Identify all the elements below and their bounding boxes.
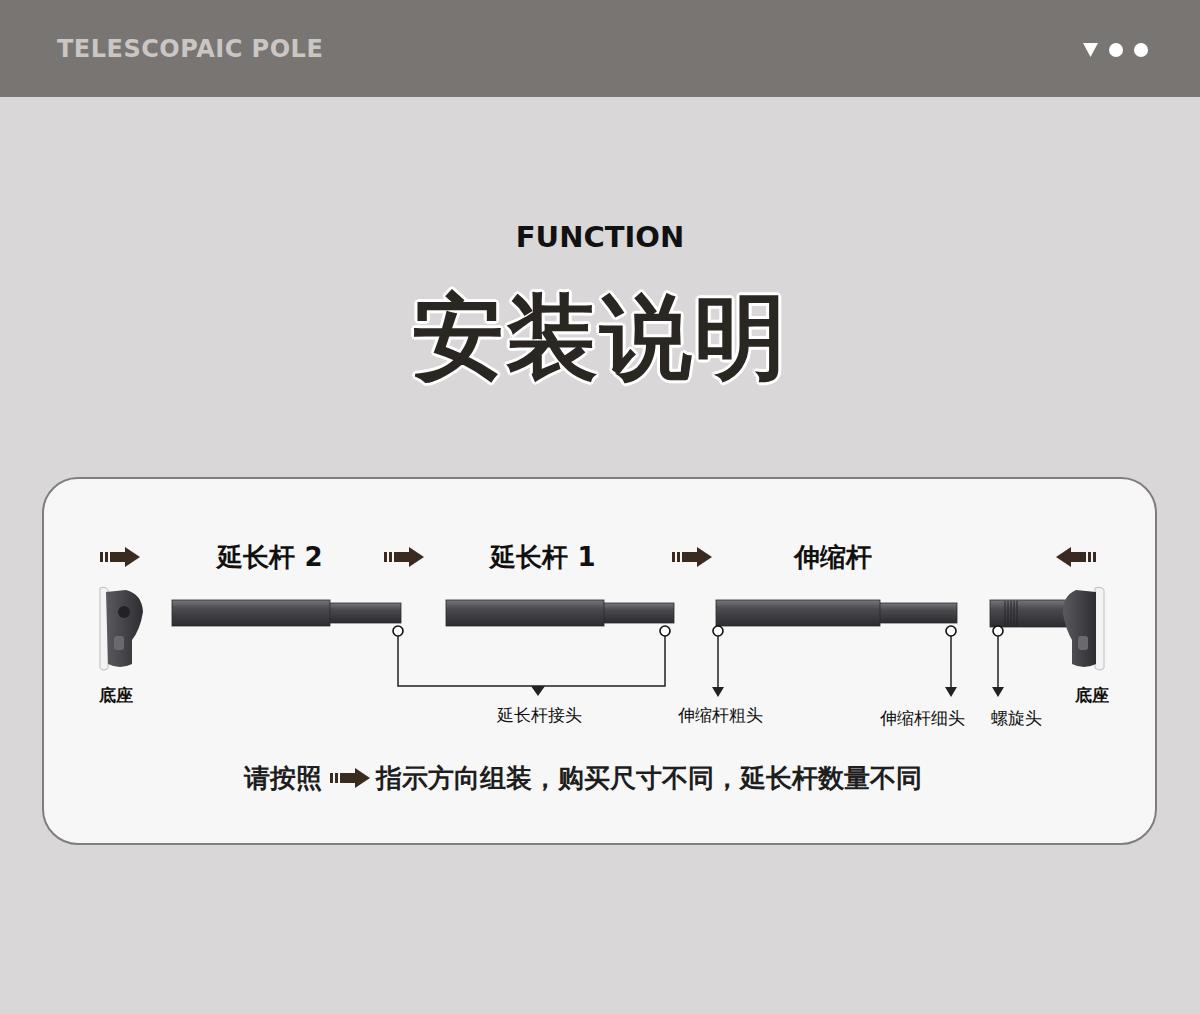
direction-arrow (100, 547, 140, 567)
callout-label: 螺旋头 (991, 707, 1042, 730)
direction-arrow (384, 547, 424, 567)
callout-label: 伸缩杆粗头 (678, 704, 763, 727)
leader-arrowhead (712, 687, 724, 697)
part-name: 底座 (1075, 684, 1109, 707)
page-title: 安装说明 (412, 276, 788, 400)
base-left (100, 587, 143, 670)
part-name: 伸缩杆 (794, 540, 872, 575)
part-name: 底座 (99, 684, 133, 707)
callout-label: 伸缩杆细头 (880, 707, 965, 730)
section-heading: FUNCTION (516, 220, 684, 254)
leader-arrowhead (945, 687, 957, 697)
leader-arrowhead (992, 687, 1004, 697)
direction-arrow (1056, 547, 1096, 567)
part-name: 延长杆 2 (217, 540, 322, 575)
extension-rod (446, 600, 674, 626)
joint-marker (946, 626, 956, 636)
telescopic-rod (716, 600, 957, 626)
joint-marker (993, 626, 1003, 636)
extension-rod (172, 600, 401, 626)
joint-marker (660, 626, 670, 636)
instruction-text: 请按照 (244, 761, 322, 796)
base-right (990, 587, 1104, 670)
callout-label: 延长杆接头 (497, 704, 582, 727)
leader-arrowhead (531, 686, 545, 696)
direction-arrow (672, 547, 712, 567)
header-title: TELESCOPAIC POLE (57, 35, 323, 63)
part-name: 延长杆 1 (490, 540, 595, 575)
joint-marker (713, 626, 723, 636)
joint-marker (393, 626, 403, 636)
header-band: TELESCOPAIC POLE (0, 0, 1200, 97)
leader-lines (398, 636, 998, 688)
instruction-text: 指示方向组装，购买尺寸不同，延长杆数量不同 (376, 761, 922, 796)
instruction-panel: 请按照 指示方向组装，购买尺寸不同，延长杆数量不同 (42, 477, 1157, 845)
direction-arrow (330, 768, 370, 788)
